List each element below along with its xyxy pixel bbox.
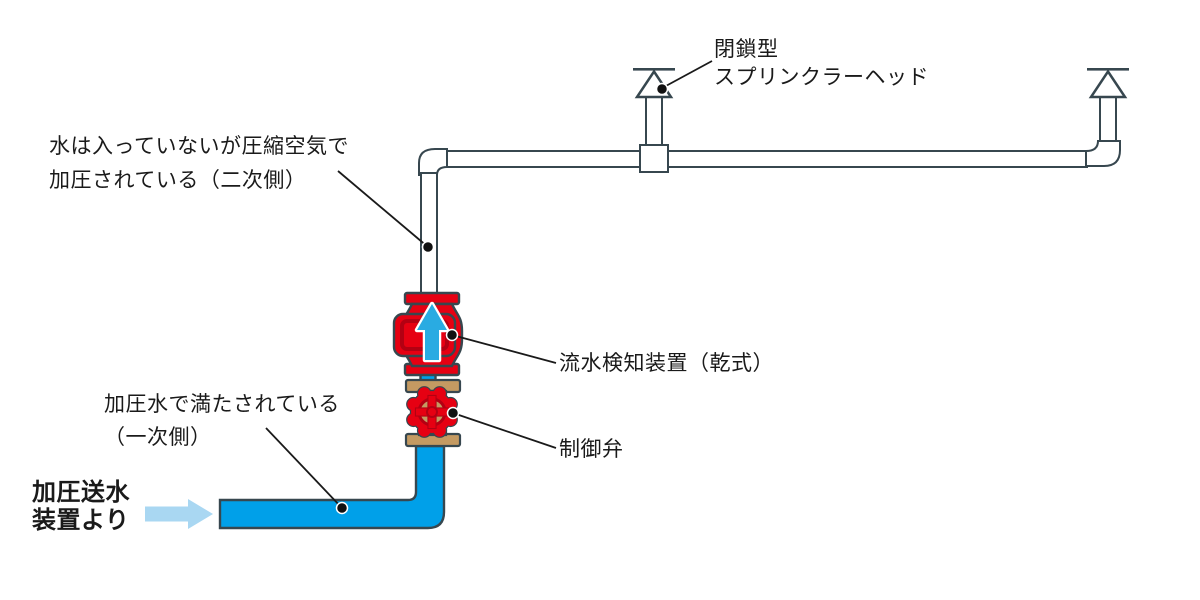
leader-control: [452, 412, 557, 449]
label-line: 水は入っていないが圧縮空気で: [49, 135, 349, 158]
label-control-valve: 制御弁: [559, 438, 624, 461]
leader-lines: [265, 60, 713, 515]
label-line: 装置より: [32, 507, 130, 534]
label-line: 加圧されている（二次側）: [49, 169, 307, 192]
flow-direction-arrow-icon: [145, 499, 213, 529]
label-secondary-side: 水は入っていないが圧縮空気で 加圧されている（二次側）: [49, 130, 349, 198]
label-line: 加圧水で満たされている: [104, 393, 340, 416]
label-line: 閉鎖型: [714, 38, 779, 61]
sprinkler-drop-right: [1099, 95, 1117, 144]
flow-detector-valve-symbol: [392, 291, 464, 377]
leader-dot-sprinkler: [655, 82, 669, 96]
label-line: 加圧送水: [32, 479, 130, 506]
label-line: スプリンクラーヘッド: [714, 66, 929, 89]
control-valve-symbol: [404, 378, 462, 448]
leader-sprinkler: [663, 60, 713, 88]
up-arrow-icon: [414, 301, 450, 363]
elbow-fitting-left: [418, 148, 448, 176]
branch-pipe-horizontal: [445, 150, 1088, 168]
leader-dot-detector: [445, 328, 459, 342]
elbow-fitting-right: [1085, 140, 1121, 167]
handwheel-icon: [406, 386, 458, 438]
leader-primary: [265, 427, 343, 509]
label-primary-side: 加圧水で満たされている （一次側）: [104, 388, 340, 454]
leader-dot-secondary: [421, 240, 435, 254]
label-flow-detector: 流水検知装置（乾式）: [559, 352, 774, 375]
sprinkler-head-icon-right: [1087, 68, 1129, 99]
wet-supply-pipe: [218, 444, 446, 530]
handwheel-hub: [426, 406, 438, 418]
label-water-supply: 加圧送水 装置より: [32, 479, 130, 535]
riser-pipe-dry: [420, 172, 438, 296]
leader-dot-primary: [335, 501, 349, 515]
label-line: （一次側）: [104, 426, 212, 449]
label-sprinkler-head: 閉鎖型 スプリンクラーヘッド: [714, 36, 929, 92]
sprinkler-drop-middle: [645, 95, 663, 149]
dry-branch-pipe: [418, 95, 1121, 296]
leader-secondary: [337, 170, 429, 248]
sprinkler-head-icon-middle: [633, 68, 675, 99]
tee-fitting: [639, 144, 669, 173]
leader-dot-control: [446, 406, 460, 420]
sprinkler-triangle: [1088, 69, 1128, 99]
leader-detector: [451, 334, 557, 364]
